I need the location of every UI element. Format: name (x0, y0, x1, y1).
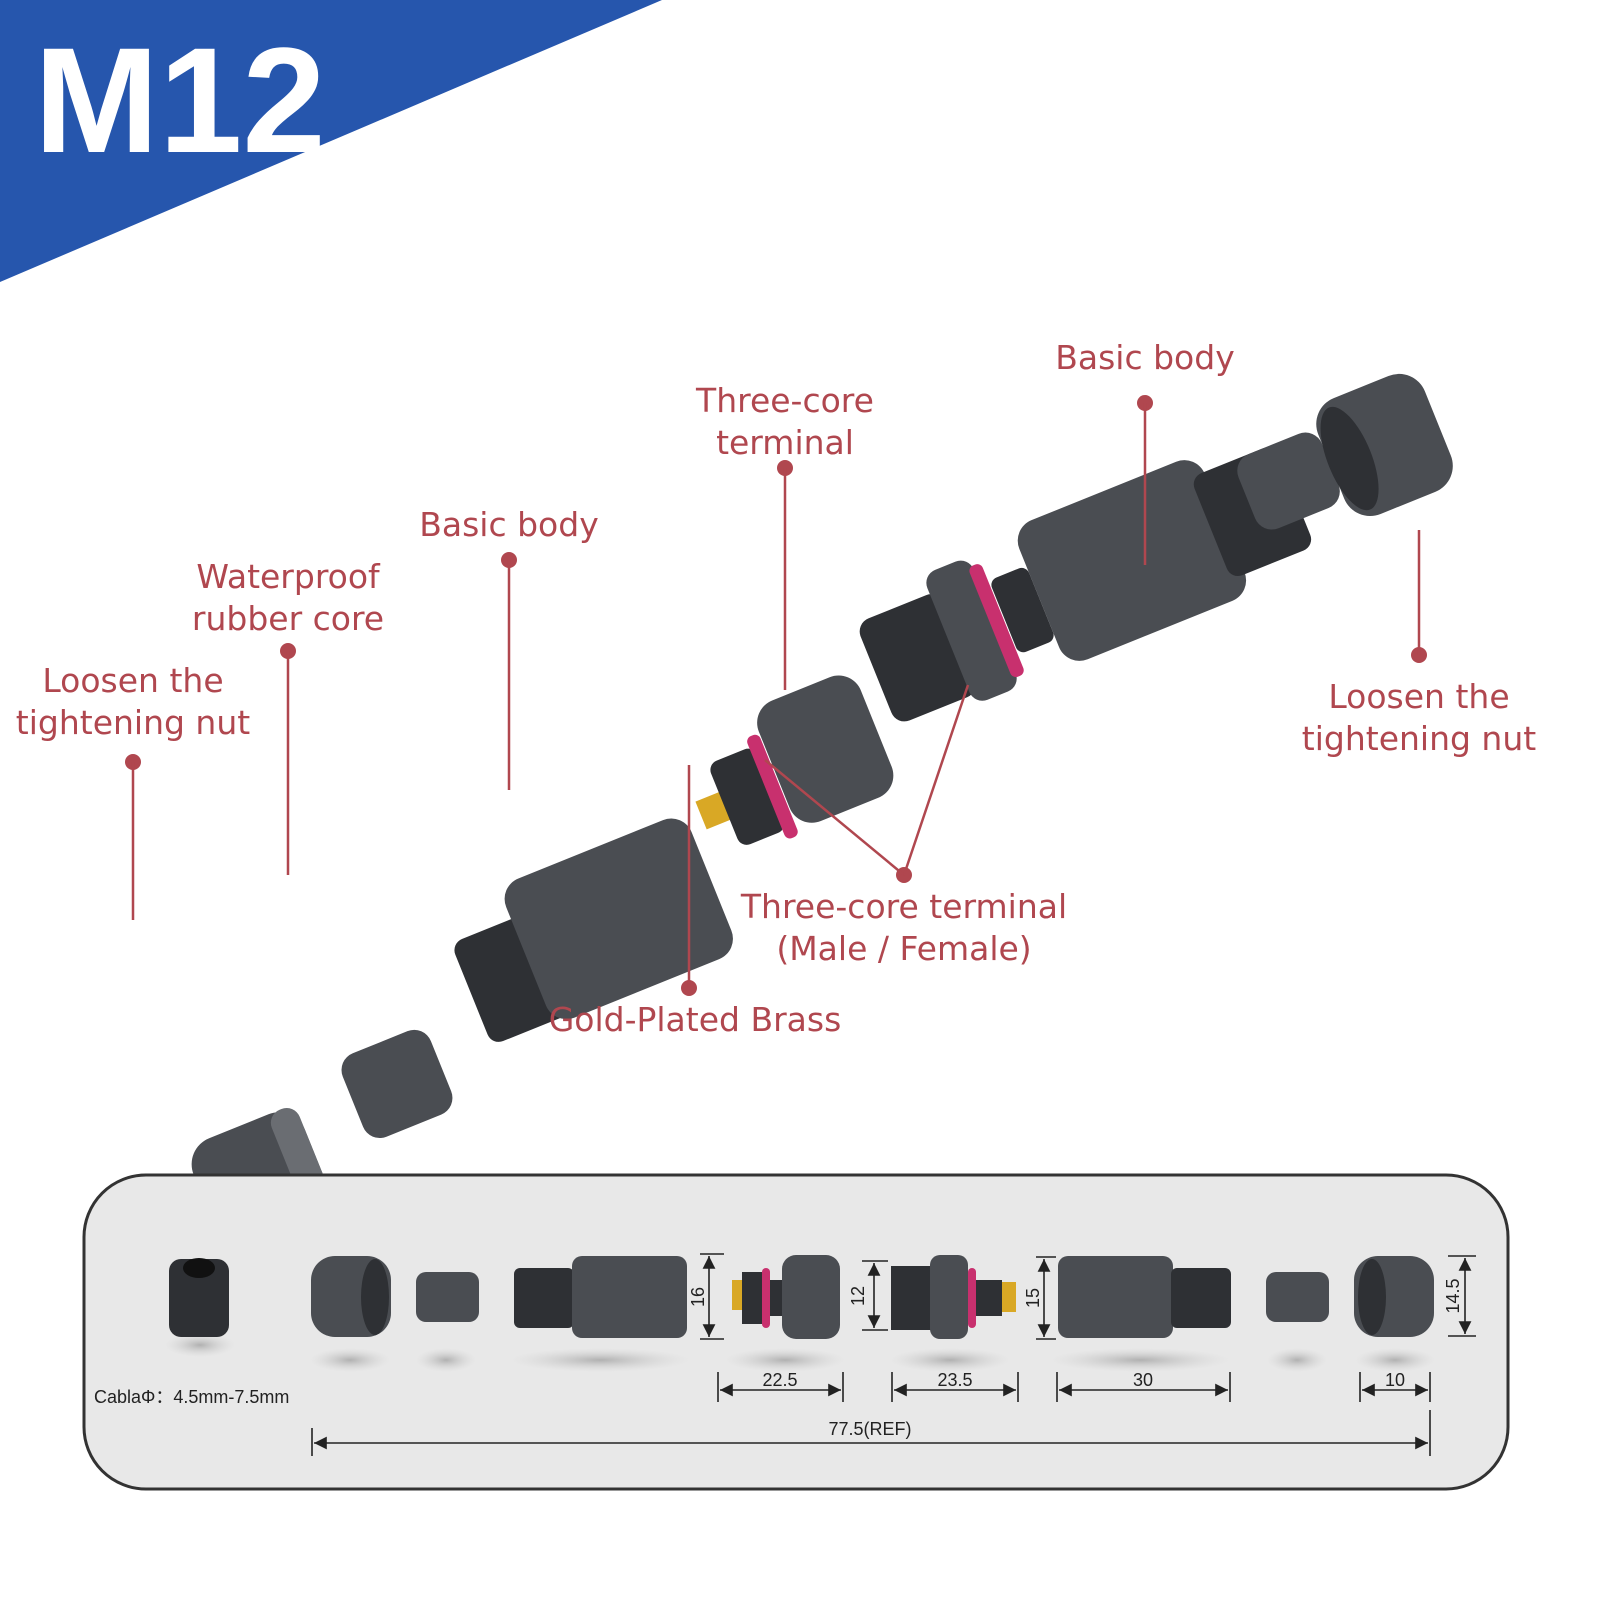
dim-12: 12 (848, 1260, 888, 1331)
nut-right (1316, 373, 1453, 517)
dim-total: 77.5(REF) (311, 1410, 1431, 1456)
svg-text:tightening nut: tightening nut (1302, 719, 1536, 758)
exploded-parts (191, 373, 1453, 1266)
callout-body-right: Basic body (1055, 338, 1235, 565)
title-banner (0, 0, 662, 282)
dim-30: 30 (1056, 1370, 1231, 1402)
svg-text:77.5(REF): 77.5(REF) (828, 1419, 911, 1439)
svg-text:Three-core: Three-core (695, 381, 874, 420)
svg-text:tightening nut: tightening nut (16, 703, 250, 742)
svg-text:10: 10 (1385, 1370, 1405, 1390)
dim-23-5: 23.5 (891, 1370, 1019, 1402)
svg-text:Waterproof: Waterproof (196, 557, 381, 596)
svg-text:(Male / Female): (Male / Female) (776, 929, 1031, 968)
dim-15: 15 (1023, 1256, 1056, 1340)
basic-body-left (454, 818, 733, 1042)
callout-terminal-top: Three-core terminal (695, 381, 874, 690)
callout-nut-left: Loosen the tightening nut (16, 661, 250, 920)
svg-text:23.5: 23.5 (937, 1370, 972, 1390)
svg-text:14.5: 14.5 (1443, 1278, 1463, 1313)
callout-rubber-core: Waterproof rubber core (192, 557, 384, 875)
svg-text:rubber core: rubber core (192, 599, 384, 638)
svg-text:22.5: 22.5 (762, 1370, 797, 1390)
rubber-core-left (341, 1029, 453, 1139)
dim-16: 16 (688, 1253, 724, 1340)
svg-text:Basic body: Basic body (419, 505, 598, 544)
cable-diameter: CablaΦ：4.5mm-7.5mm (94, 1387, 289, 1407)
svg-text:Three-core terminal: Three-core terminal (740, 887, 1067, 926)
svg-text:16: 16 (688, 1287, 708, 1307)
dim-14-5: 14.5 (1443, 1255, 1476, 1337)
svg-text:Gold-Plated Brass: Gold-Plated Brass (549, 1000, 842, 1039)
callout-body-left: Basic body (419, 505, 599, 790)
dim-22-5: 22.5 (717, 1370, 844, 1402)
dim-10: 10 (1359, 1370, 1431, 1402)
terminal-male (859, 560, 1054, 722)
dimension-panel: CablaΦ：4.5mm-7.5mm 16 12 15 14.5 22.5 (82, 1173, 1510, 1491)
svg-text:terminal: terminal (716, 423, 854, 462)
terminal-female (695, 675, 894, 845)
page-title: M12 (34, 16, 326, 184)
svg-text:15: 15 (1023, 1288, 1043, 1308)
callout-nut-right: Loosen the tightening nut (1302, 530, 1536, 758)
svg-text:Basic body: Basic body (1055, 338, 1234, 377)
svg-text:12: 12 (848, 1286, 868, 1306)
svg-text:Loosen the: Loosen the (1328, 677, 1509, 716)
callout-gold: Gold-Plated Brass (549, 765, 842, 1039)
svg-text:Loosen the: Loosen the (42, 661, 223, 700)
cable-sleeve (169, 1259, 229, 1337)
svg-text:30: 30 (1133, 1370, 1153, 1390)
callout-terminal-pair: Three-core terminal (Male / Female) (740, 684, 1067, 968)
rubber-core-right (1237, 432, 1340, 530)
